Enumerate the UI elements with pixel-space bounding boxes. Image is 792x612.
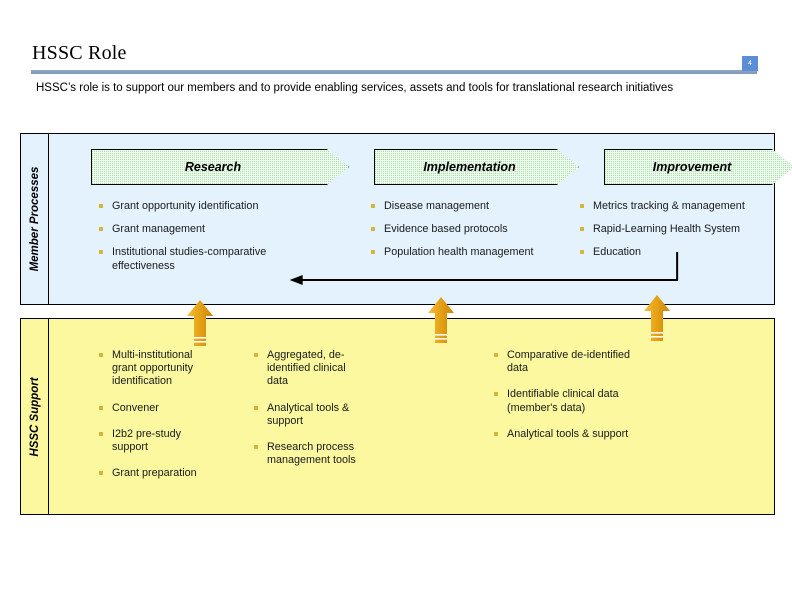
support-bullets-improvement: Comparative de-identified data Identifia…: [494, 349, 634, 454]
member-processes-rail-label: Member Processes: [28, 166, 41, 272]
stage-chevron-label: Research: [184, 160, 242, 174]
stage-chevron-implementation[interactable]: Implementation: [374, 149, 579, 185]
list-item: Evidence based protocols: [371, 223, 576, 236]
list-item: Identifiable clinical data (member's dat…: [494, 388, 634, 414]
title-underline-rule: [31, 70, 757, 74]
list-item: Comparative de-identified data: [494, 349, 634, 375]
member-bullets-implementation: Disease management Evidence based protoc…: [371, 200, 576, 270]
list-item: I2b2 pre-study support: [99, 428, 211, 454]
stage-chevron-improvement[interactable]: Improvement: [604, 149, 792, 185]
list-item: Aggregated, de-identified clinical data: [254, 349, 364, 389]
list-item: Disease management: [371, 200, 576, 213]
member-processes-rail: Member Processes: [21, 134, 49, 304]
page-title: HSSC Role: [32, 42, 127, 64]
support-arrow-improvement: [644, 295, 670, 341]
list-item: Population health management: [371, 246, 576, 259]
page-number-badge: 4: [742, 56, 758, 71]
list-item: Multi-institutional grant opportunity id…: [99, 349, 211, 389]
hssc-support-rail: HSSC Support: [21, 319, 49, 514]
list-item: Institutional studies-comparative effect…: [99, 246, 314, 272]
list-item: Research process management tools: [254, 441, 364, 467]
stage-chevron-label: Implementation: [423, 160, 516, 174]
list-item: Education: [580, 246, 792, 259]
support-bullets-research: Multi-institutional grant opportunity id…: [99, 349, 211, 493]
hssc-support-rail-label: HSSC Support: [28, 376, 41, 457]
member-bullets-research: Grant opportunity identification Grant m…: [99, 200, 314, 283]
page-subtitle: HSSC’s role is to support our members an…: [36, 82, 674, 94]
list-item: Analytical tools & support: [494, 428, 634, 441]
hssc-support-panel: HSSC Support Multi-institutional grant o…: [20, 318, 775, 515]
stage-chevron-label: Improvement: [652, 160, 732, 174]
stage-chevron-research[interactable]: Research: [91, 149, 349, 185]
list-item: Grant management: [99, 223, 314, 236]
member-processes-panel: Member Processes Research Implementation…: [20, 133, 775, 305]
list-item: Convener: [99, 402, 211, 415]
list-item: Analytical tools & support: [254, 402, 364, 428]
list-item: Grant opportunity identification: [99, 200, 314, 213]
list-item: Grant preparation: [99, 467, 211, 480]
support-arrow-research: [187, 300, 213, 346]
member-bullets-improvement: Metrics tracking & management Rapid-Lear…: [580, 200, 792, 270]
list-item: Metrics tracking & management: [580, 200, 792, 213]
list-item: Rapid-Learning Health System: [580, 223, 792, 236]
member-processes-body: Research Implementation Improvement Gran…: [49, 134, 774, 304]
hssc-support-body: Multi-institutional grant opportunity id…: [49, 319, 774, 514]
support-arrow-implementation: [428, 297, 454, 343]
support-bullets-implementation: Aggregated, de-identified clinical data …: [254, 349, 364, 480]
